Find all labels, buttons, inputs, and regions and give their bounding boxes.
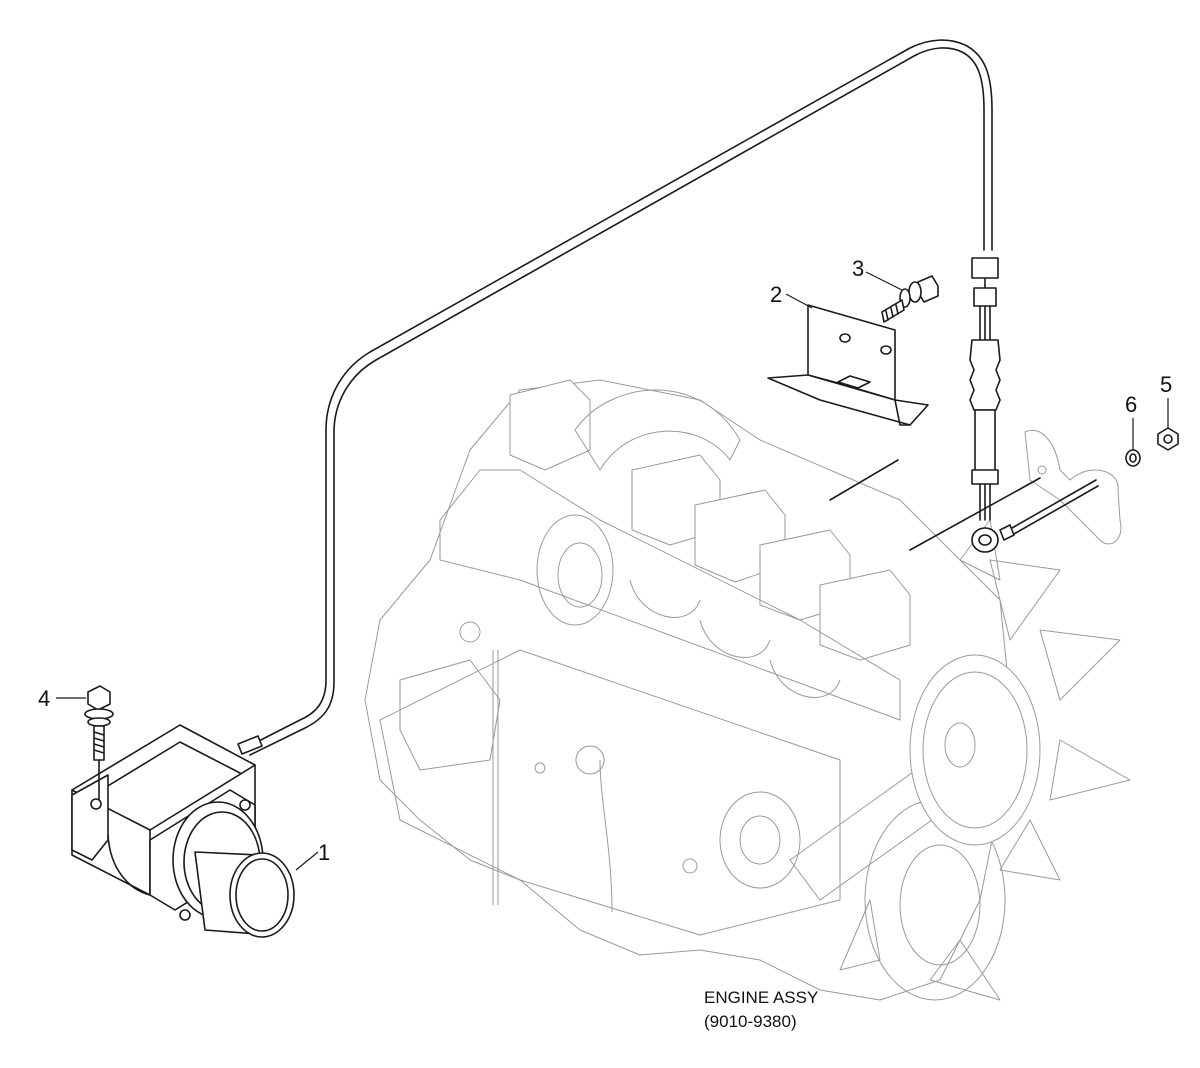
part-6-washer[interactable] [1125,449,1141,467]
part-2-bracket[interactable] [767,304,929,501]
callout-2: 2 [770,282,782,307]
part-4-screw[interactable] [84,685,114,801]
part-3-bolt[interactable] [881,275,939,323]
callout-3: 3 [852,256,864,281]
part-1-actuator[interactable] [71,724,295,938]
control-cable [237,39,1001,756]
callout-6: 6 [1125,392,1137,417]
engine-assy-caption: ENGINE ASSY [704,988,818,1007]
lever-plate [999,429,1122,545]
lever-pointer-line [909,477,1041,551]
leader-lines [56,271,1169,871]
callout-1: 1 [318,840,330,865]
engine-assembly [364,379,1131,1001]
callout-4: 4 [38,686,50,711]
callout-5: 5 [1160,372,1172,397]
part-5-nut[interactable] [1157,427,1179,451]
valve-covers [509,379,911,661]
engine-assy-range: (9010-9380) [704,1012,797,1031]
fan [839,519,1131,1001]
